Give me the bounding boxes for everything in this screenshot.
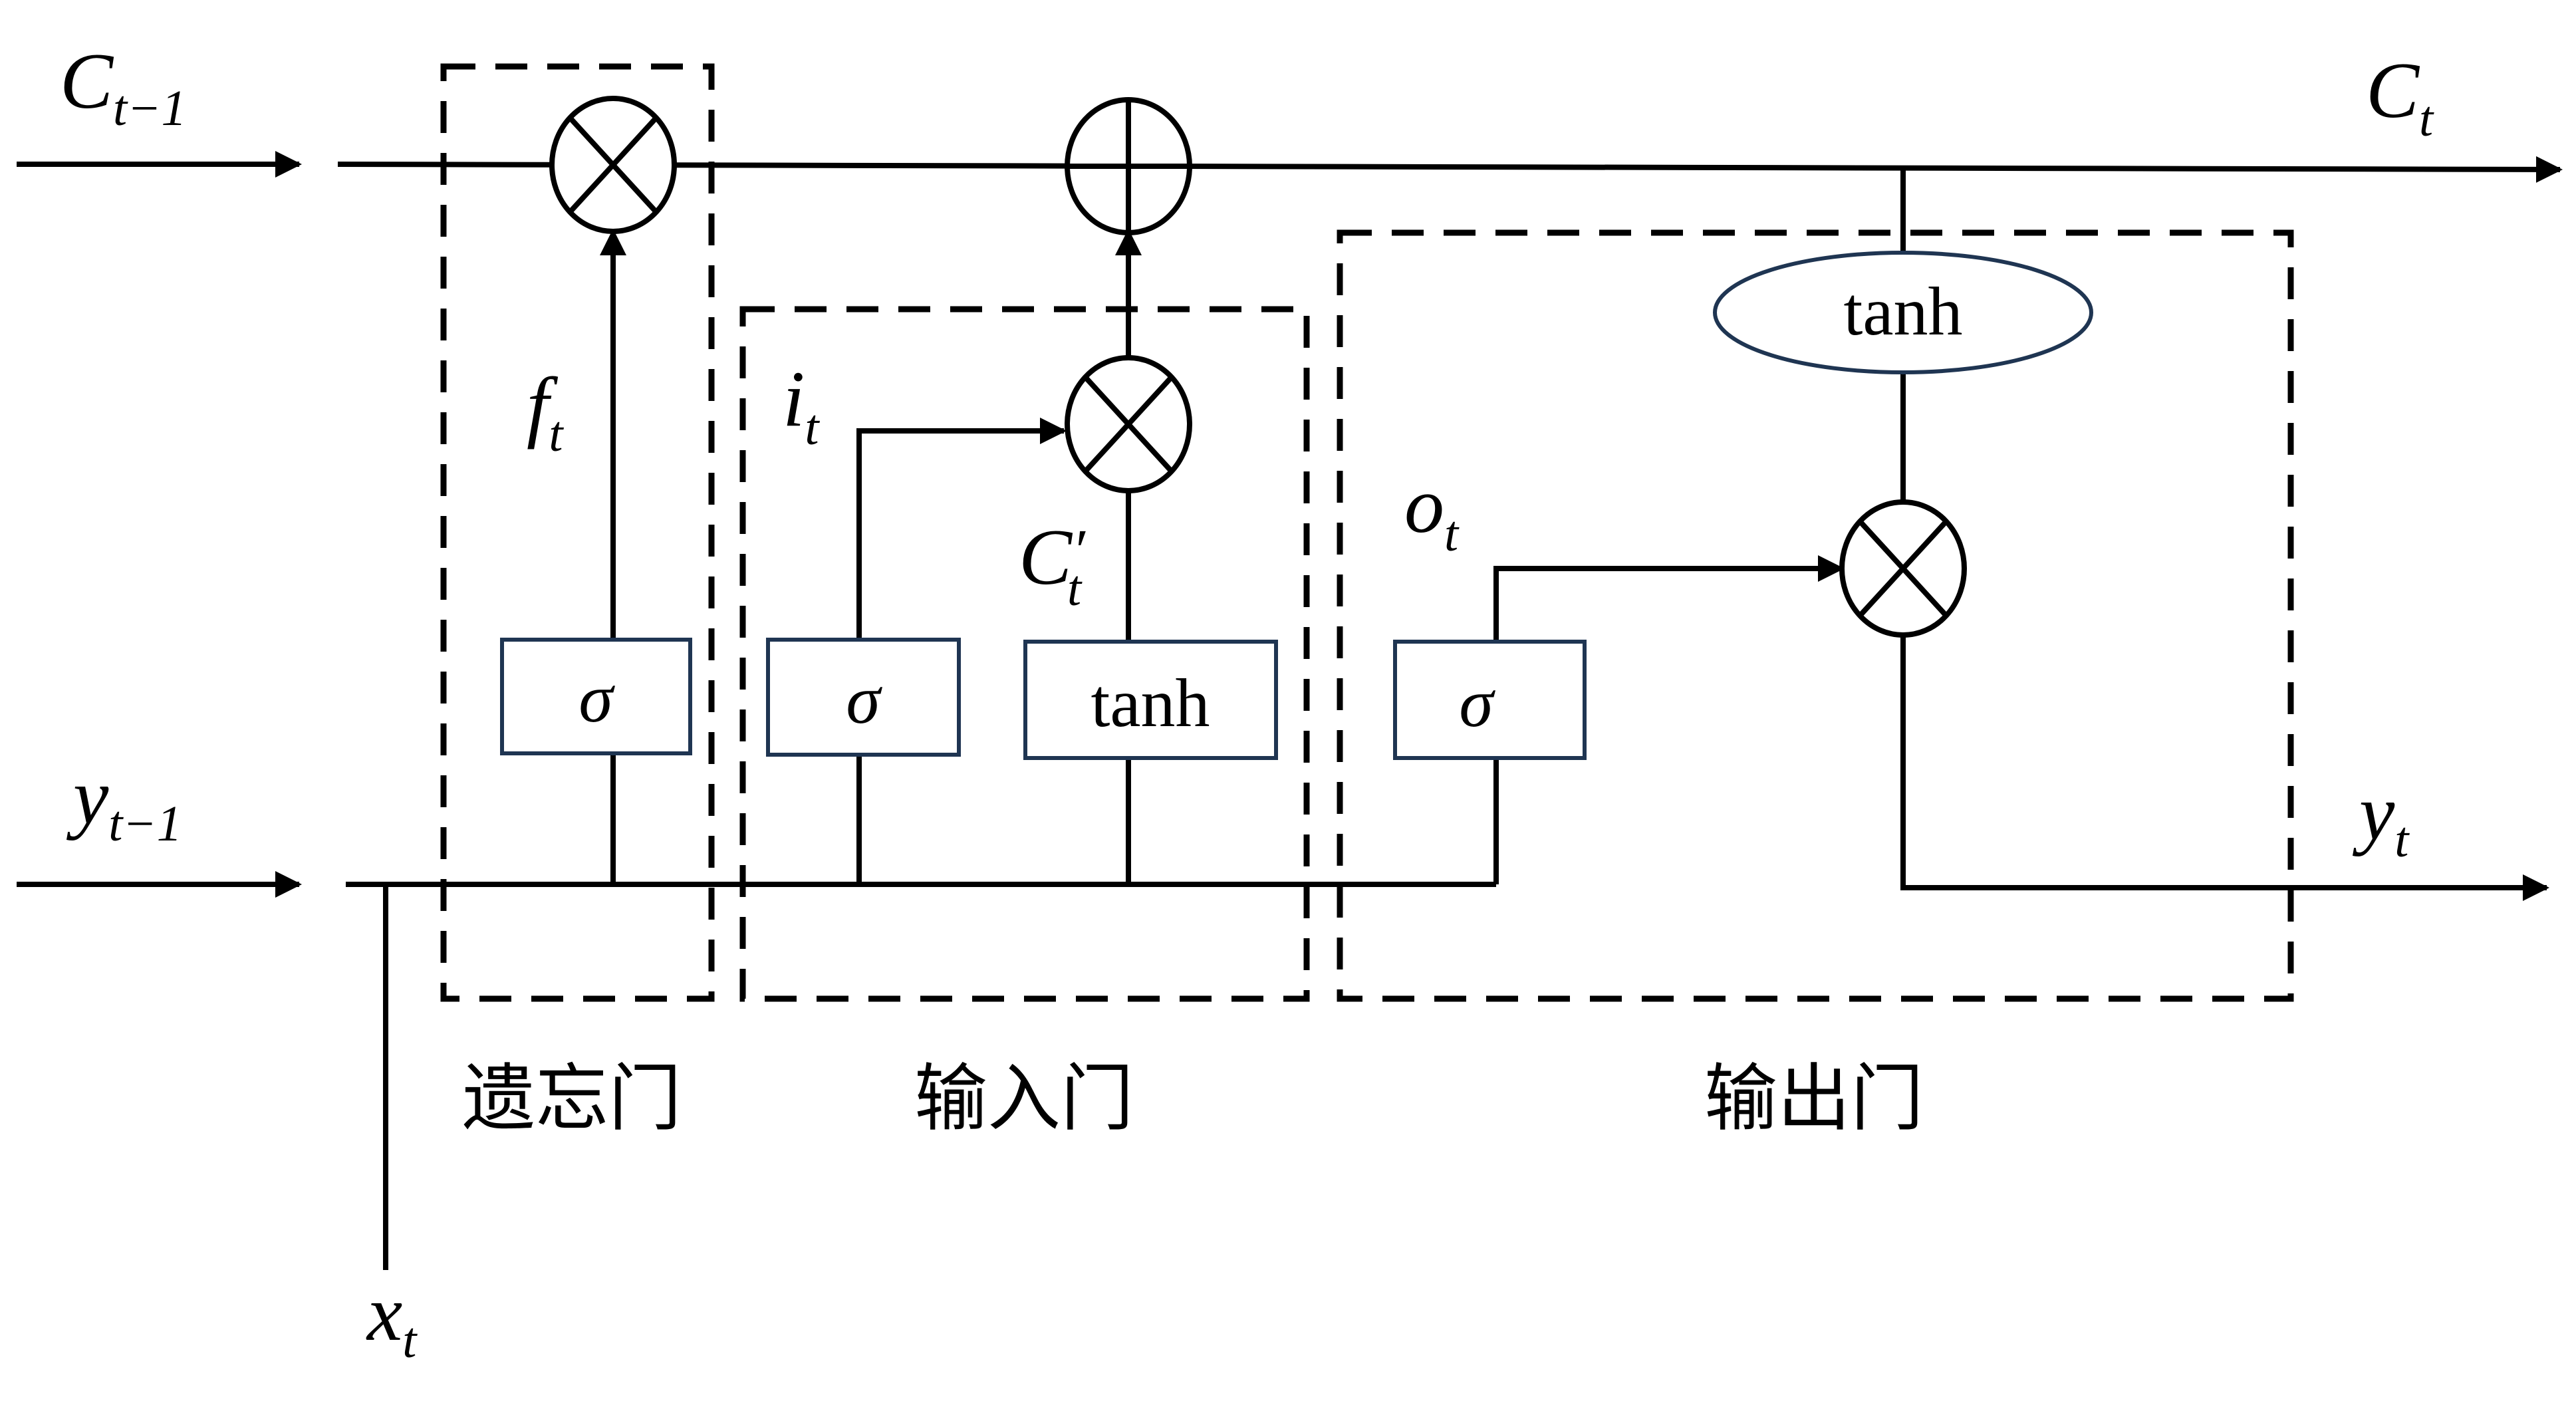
output-sigma-block: σ <box>1393 640 1587 760</box>
output-tanh-label: tanh <box>1843 273 1962 350</box>
y-prev-label: yt−1 <box>66 752 182 852</box>
output-line <box>1900 635 2549 901</box>
forget-sigma-label: σ <box>579 660 615 737</box>
output-gate-signal <box>1493 555 1845 642</box>
y-t-label: yt <box>2352 768 2410 868</box>
forget-sigma-block: σ <box>500 638 692 755</box>
input-gate-region <box>739 306 1310 1002</box>
candidate-tanh-label: tanh <box>1091 665 1210 741</box>
input-gate-caption: 输入门 <box>914 1056 1134 1141</box>
forget-gate-caption: 遗忘门 <box>462 1056 682 1141</box>
x-t-label: xt <box>366 1269 418 1368</box>
cell-state-line <box>337 156 2563 183</box>
output-tanh-ellipse: tanh <box>1713 251 2093 374</box>
input-multiply-icon <box>1065 355 1192 493</box>
candidate-label: C′t <box>1019 513 1086 616</box>
forget-multiply-icon <box>549 96 677 234</box>
i-t-label: it <box>783 354 820 455</box>
c-prev-label: Ct−1 <box>60 37 186 136</box>
output-gate-region <box>1337 229 2294 1002</box>
o-t-label: ot <box>1404 461 1460 562</box>
forget-gate-region <box>440 63 715 1002</box>
input-sigma-block: σ <box>766 638 961 757</box>
input-gate-signal <box>856 418 1067 640</box>
output-gate-caption: 输出门 <box>1704 1056 1924 1141</box>
input-sigma-label: σ <box>846 662 882 738</box>
output-multiply-icon <box>1839 499 1967 638</box>
cell-add-icon <box>1065 97 1192 235</box>
candidate-tanh-block: tanh <box>1023 640 1278 760</box>
c-t-label: Ct <box>2366 46 2434 147</box>
output-sigma-label: σ <box>1459 665 1495 741</box>
f-t-label: ft <box>527 361 564 462</box>
